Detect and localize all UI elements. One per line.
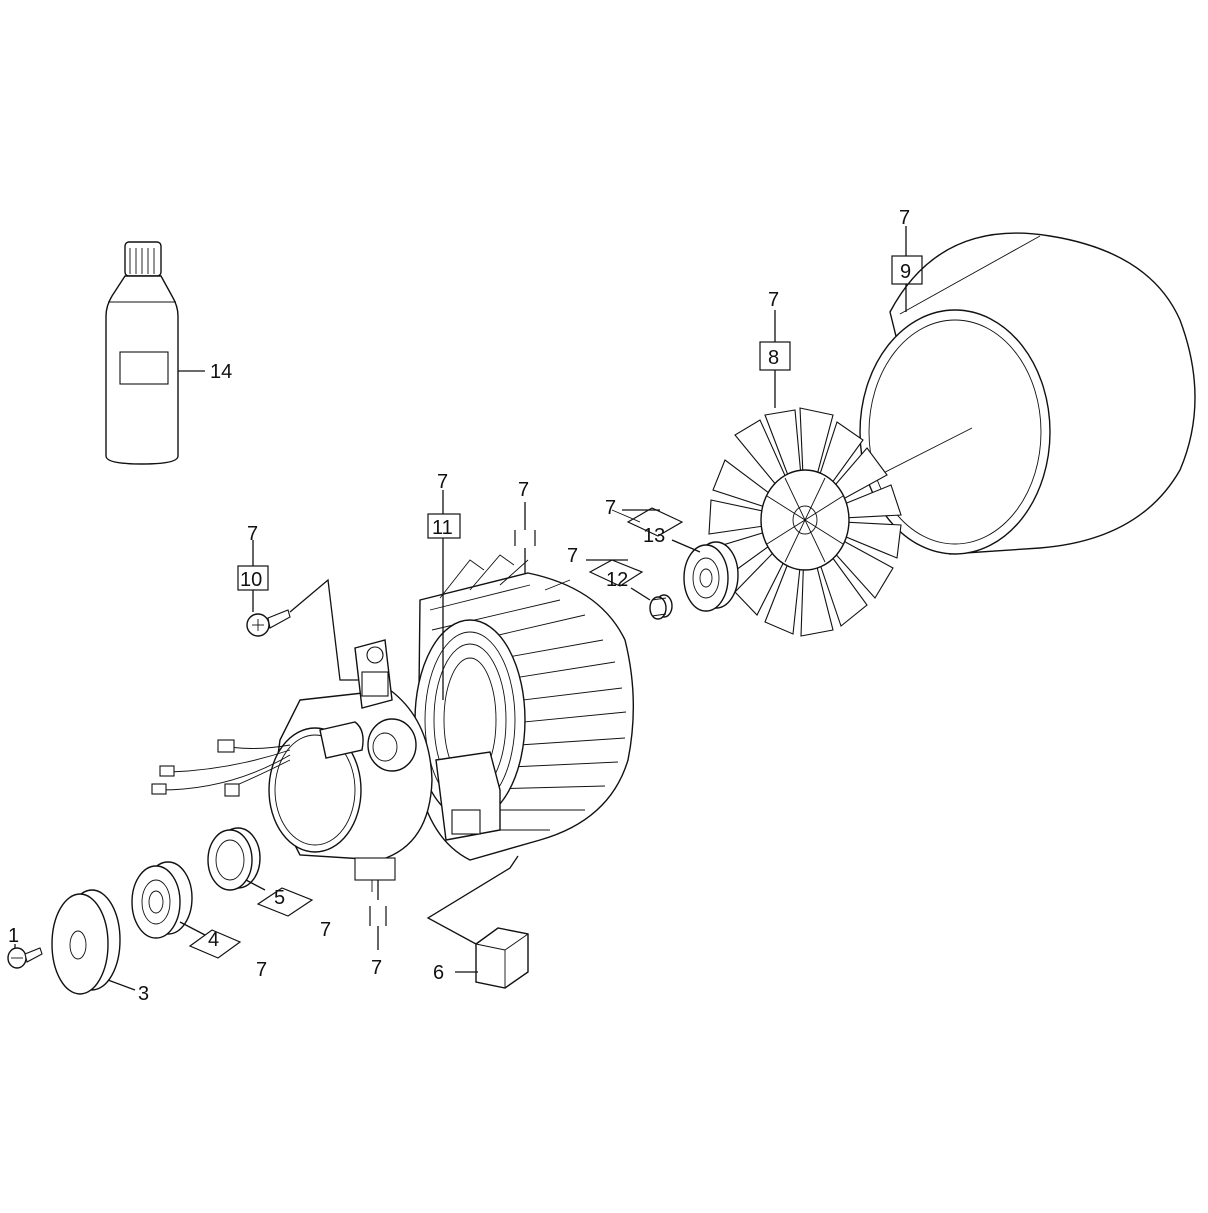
label-7-part9: 7 bbox=[899, 207, 910, 229]
label-8: 8 bbox=[768, 347, 779, 369]
label-4: 4 bbox=[208, 929, 219, 951]
label-7-part8: 7 bbox=[768, 289, 779, 311]
label-3: 3 bbox=[138, 983, 149, 1005]
cap-3-part bbox=[51, 889, 121, 995]
bearing-4-part bbox=[131, 861, 193, 939]
label-10: 10 bbox=[240, 569, 262, 591]
label-9: 9 bbox=[900, 261, 911, 283]
screw-1-part bbox=[7, 947, 43, 969]
bearing-13-part bbox=[683, 541, 739, 612]
label-1: 1 bbox=[8, 925, 19, 947]
screw-10-part bbox=[246, 609, 291, 637]
label-7-part10: 7 bbox=[247, 523, 258, 545]
label-12: 12 bbox=[606, 569, 628, 591]
leader-lines bbox=[14, 226, 907, 991]
bottle-part bbox=[105, 241, 205, 465]
fan-wheel-part bbox=[708, 407, 902, 637]
label-7-top-mid: 7 bbox=[518, 479, 529, 501]
label-7-part13: 7 bbox=[605, 497, 616, 519]
label-13: 13 bbox=[643, 525, 665, 547]
label-7-part5: 7 bbox=[320, 919, 331, 941]
seal-5-part bbox=[207, 827, 261, 891]
label-7-part12: 7 bbox=[567, 545, 578, 567]
label-7-part11: 7 bbox=[437, 471, 448, 493]
label-6: 6 bbox=[433, 962, 444, 984]
label-7-bottom: 7 bbox=[371, 957, 382, 979]
label-5: 5 bbox=[274, 887, 285, 909]
label-14: 14 bbox=[210, 361, 232, 383]
label-7-part4: 7 bbox=[256, 959, 267, 981]
filter-block-6-part bbox=[475, 927, 529, 989]
label-11: 11 bbox=[432, 517, 453, 539]
pinion-12-part bbox=[649, 594, 673, 620]
cylinder-shell-part bbox=[849, 232, 1196, 555]
reference-boxes bbox=[188, 255, 923, 959]
callout-labels: 7 9 7 8 14 7 11 7 7 13 7 12 7 10 5 7 1 4… bbox=[8, 207, 911, 1005]
